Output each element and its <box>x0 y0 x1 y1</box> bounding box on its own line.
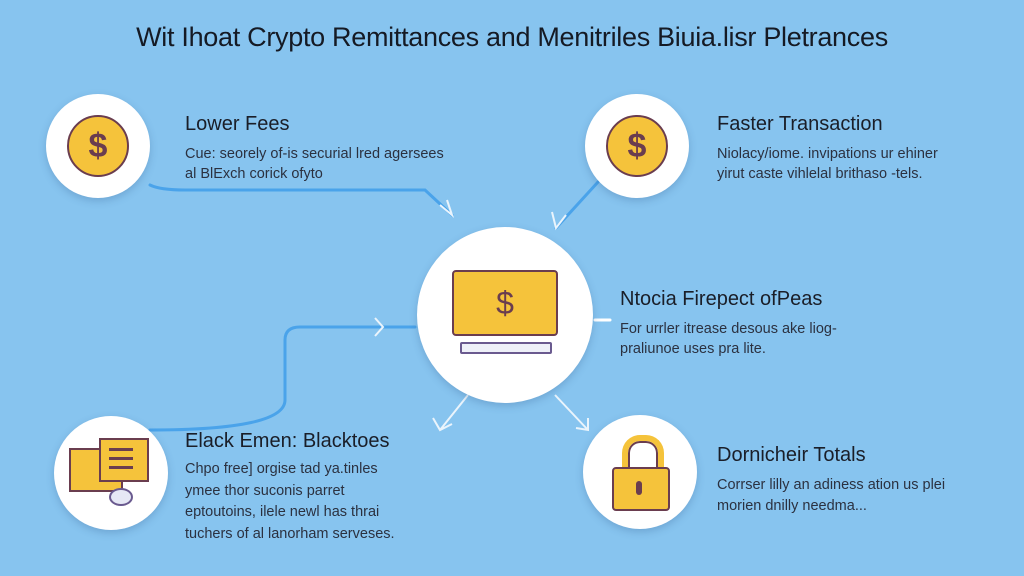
blockchain-desc-1: Chpo free] orgise tad ya.tinles <box>185 461 378 477</box>
connector-lower-fees <box>148 183 454 217</box>
center-desc-2: praliunoe uses pra lite. <box>620 341 766 357</box>
faster-transaction-circle: $ <box>585 94 689 198</box>
security-circle <box>583 415 697 529</box>
blockchain-desc-4: tuchers of al lanorham serveses. <box>185 526 395 542</box>
lower-fees-circle: $ <box>46 94 150 198</box>
security-desc-1: Corrser lilly an adiness ation us plei <box>717 477 946 493</box>
arrow-head <box>551 211 567 231</box>
lower-fees-desc-2: al BlExch corick ofyto <box>185 166 323 182</box>
faster-transaction-title: Faster Transaction <box>717 113 883 135</box>
arrow-down-left <box>432 394 469 432</box>
dollar-coin-icon: $ <box>67 115 129 177</box>
center-circle: $ <box>417 227 593 403</box>
lower-fees-title: Lower Fees <box>185 113 290 135</box>
faster-transaction-desc-1: Niolacy/iome. invipations ur ehiner <box>717 146 938 162</box>
page-title: Wit Ihoat Crypto Remittances and Menitri… <box>136 22 888 52</box>
blockchain-desc-3: eptoutoins, ilele newl has thrai <box>185 504 380 520</box>
arrow-head <box>374 317 385 337</box>
arrow-head <box>439 199 455 219</box>
center-desc-1: For urrler itrease desous ake liog- <box>620 321 837 337</box>
monitor-dollar-icon: $ <box>450 270 560 360</box>
blockchain-desc-2: ymee thor suconis parret <box>185 483 345 499</box>
dollar-coin-icon: $ <box>606 115 668 177</box>
arrow-down-right <box>554 394 589 432</box>
documents-icon <box>69 438 153 508</box>
faster-transaction-desc-2: yirut caste vihlelal brithaso -tels. <box>717 166 923 182</box>
blockchain-circle <box>54 416 168 530</box>
security-desc-2: morien dnilly needma... <box>717 498 867 514</box>
lower-fees-desc-1: Cue: seorely of-is securial lred agersee… <box>185 146 444 162</box>
center-title: Ntocia Firepect ofPeas <box>620 288 823 310</box>
padlock-icon <box>612 435 670 511</box>
blockchain-title: Elack Emen: Blacktoes <box>185 430 390 452</box>
connector-blockchain <box>148 325 417 432</box>
security-title: Dornicheir Totals <box>717 444 866 466</box>
